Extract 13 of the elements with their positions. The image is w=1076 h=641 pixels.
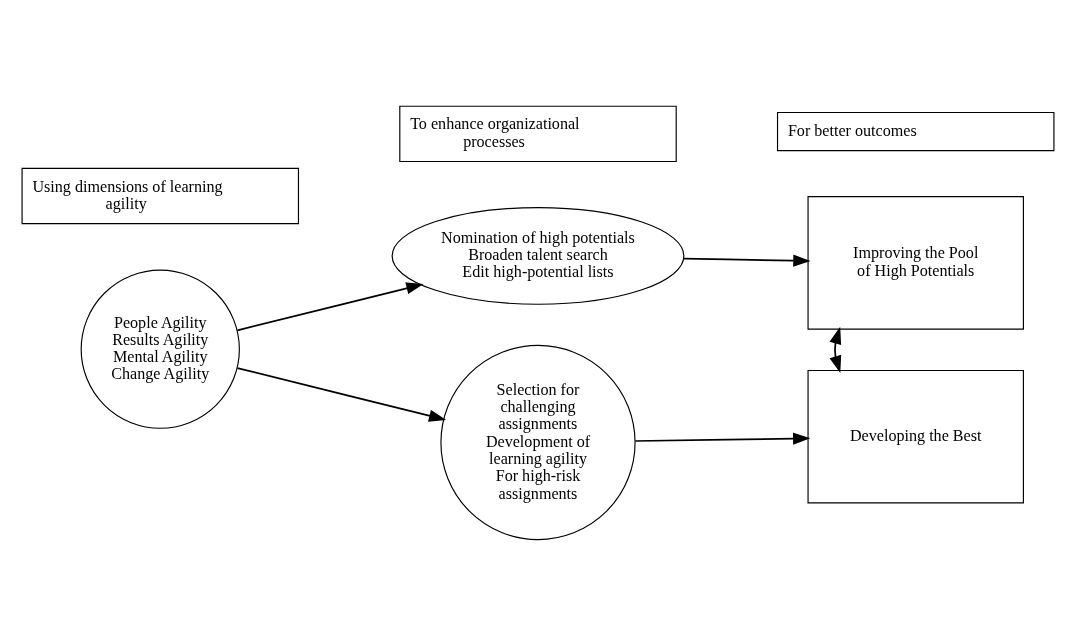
- node-box: Developing the Best: [807, 369, 1024, 504]
- arrow: [682, 254, 811, 267]
- label: Using dimensions of learning agility: [32, 177, 223, 212]
- label: To enhance organizational processes: [410, 115, 580, 150]
- node-circle: People Agility Results Agility Mental Agility Change Agility: [80, 269, 240, 429]
- arrow: [236, 282, 424, 332]
- node-ellipse: Nomination of high potentials Broaden talent search Edit high-potential lists: [391, 207, 685, 305]
- label: For better outcomes: [787, 122, 917, 140]
- arrow: [829, 326, 842, 373]
- arrow: [634, 432, 811, 445]
- node-box: Improving the Pool of High Potentials: [807, 196, 1024, 330]
- node-circle: Selection for challenging assignments Development of learning agility For high-risk assignments: [440, 344, 636, 541]
- arrow: [236, 367, 447, 422]
